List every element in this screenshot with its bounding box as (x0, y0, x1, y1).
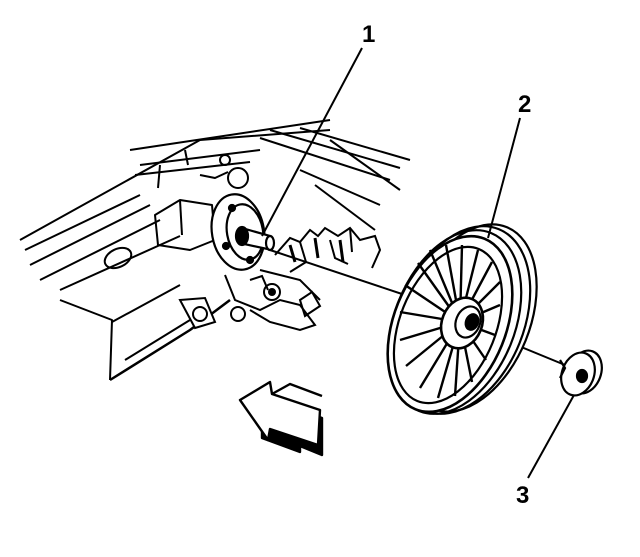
callout-2: 2 (518, 91, 531, 118)
idler-pulley (386, 223, 538, 415)
leader-2 (487, 117, 521, 239)
idler-mount-flange (210, 193, 276, 271)
front-direction-arrow (238, 380, 324, 457)
callout-3: 3 (516, 482, 529, 509)
callout-1: 1 (362, 21, 375, 48)
leader-3 (527, 394, 575, 479)
leader-1 (261, 47, 363, 237)
callout-leaders (261, 47, 575, 479)
pulley-bolt (559, 349, 603, 397)
